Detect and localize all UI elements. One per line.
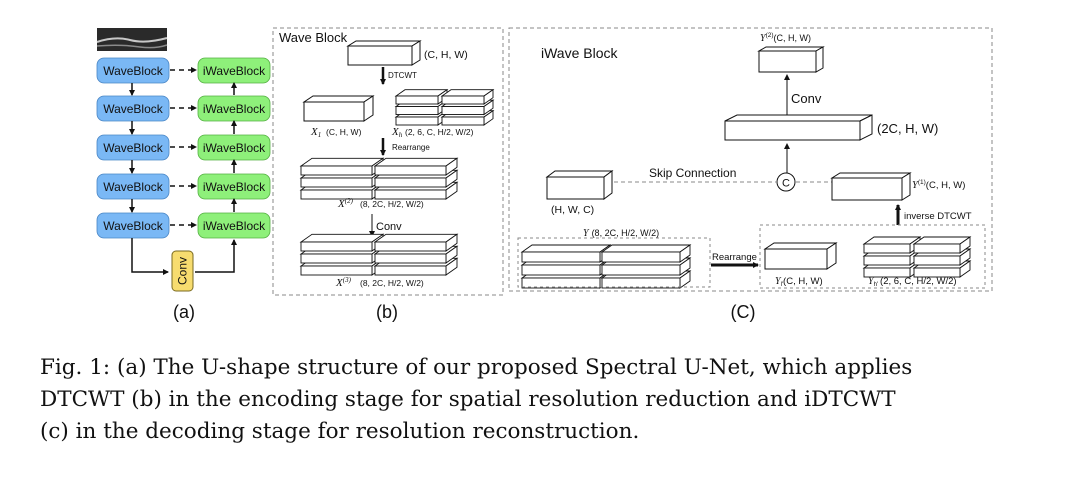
panel-b: Wave Block (C, H, W) DTCWT X1 (C, H, W) … [272,27,504,322]
oct-retina-layer-2 [96,44,168,49]
x2-symbol: X(2) [337,197,354,210]
panel-c-label: (C) [731,302,756,322]
inverse-dtcwt-label: inverse DTCWT [904,211,972,222]
waveblock-5 [96,212,170,239]
conv-block-label: Conv [176,257,190,285]
skip-connection-label: Skip Connection [649,166,736,180]
iwaveblock-label-1: iWaveBlock [203,64,266,78]
y1-cube [830,172,912,201]
x2-cube-0-1 [373,157,459,176]
rearrange-label-c: Rearrange [712,252,757,263]
caption-line-1: Fig. 1: (a) The U-shape structure of our… [40,355,913,380]
yh-stack [862,236,972,278]
concat-node-label: C [782,178,790,190]
iwaveblock-label-2: iWaveBlock [203,102,266,116]
x3-symbol: X(3) [335,276,352,289]
xh-symbol: Xh [391,126,403,139]
x2-stack [299,157,459,200]
x3-shape: (8, 2C, H/2, W/2) [360,278,424,288]
y-stack [520,244,692,289]
yl-label: Yl'(C, H, W) [775,276,823,288]
waveblock-label-2: WaveBlock [103,102,164,116]
bottleneck-path-in [131,238,169,275]
xh-cube-0-0 [394,88,449,105]
iwaveblock-label-5: iWaveBlock [203,219,266,233]
y-label: Y(8, 2C, H/2, W/2) [583,228,659,239]
y1-label: Y(1)(C, H, W) [912,179,965,191]
waveblock-label-3: WaveBlock [103,141,164,155]
waveblock-3 [96,134,170,161]
panel-b-title: Wave Block [279,30,348,45]
y-cube-0-1 [600,244,692,263]
iwaveblock-label-3: iWaveBlock [203,141,266,155]
panel-c-frame [508,27,993,292]
waveblock-label-1: WaveBlock [103,64,164,78]
skip-cube [545,170,614,200]
iwaveblock-label-4: iWaveBlock [203,180,266,194]
bottleneck-path-out [195,239,237,273]
yh-cube-0-0 [862,236,922,254]
concat-result-shape: (2C, H, W) [877,121,938,136]
conv-label-c: Conv [791,91,822,106]
panel-c-title: iWave Block [541,45,619,61]
x1-symbol: X1 [310,126,321,139]
y-cube-0-0 [520,244,612,263]
caption-line-3: (c) in the decoding stage for resolution… [40,419,640,444]
panel-c: iWave Block Y(2)(C, H, W) Conv (2C, H, W… [508,27,993,322]
panel-b-label: (b) [376,302,398,322]
oct-retina-layer [96,37,168,43]
waveblock-label-5: WaveBlock [103,219,164,233]
panel-b-frame [272,27,504,296]
concat-result-cube [724,114,873,141]
caption-line-2: DTCWT (b) in the encoding stage for spat… [40,387,896,412]
waveblock-label-4: WaveBlock [103,180,164,194]
input-shape: (C, H, W) [424,49,468,61]
xh-cube-0-1 [440,88,495,105]
panel-a-label: (a) [173,302,195,322]
skip-shape: (H, W, C) [551,204,594,216]
xh-stack [394,88,495,126]
rearrange-label: Rearrange [392,143,430,152]
x1-shape: (C, H, W) [326,127,362,137]
xh-shape: (2, 6, C, H/2, W/2) [405,127,474,137]
waveblock-1 [96,57,170,84]
y2-cube [757,46,825,73]
x3-stack [299,233,459,276]
waveblock-4 [96,173,170,200]
conv-label-b: Conv [376,221,402,233]
input-cube [346,40,422,66]
figure-diagram: WaveBlockWaveBlockWaveBlockWaveBlockWave… [96,27,993,322]
figure-caption: Fig. 1: (a) The U-shape structure of our… [40,352,1050,448]
yl-cube [763,242,838,270]
x2-shape: (8, 2C, H/2, W/2) [360,199,424,209]
y2-label: Y(2)(C, H, W) [760,32,811,44]
x1-cube [302,95,375,122]
y-stack-frame [517,237,711,288]
dtcwt-label: DTCWT [388,71,417,80]
x3-cube-0-1 [373,233,459,252]
panel-a: WaveBlockWaveBlockWaveBlockWaveBlockWave… [96,28,271,322]
conv-block [171,250,194,292]
iwaveblock-5 [197,212,271,239]
yh-label: Yh'(2, 6, C, H/2, W/2) [868,276,957,288]
waveblock-2 [96,95,170,122]
yh-cube-0-1 [912,236,972,254]
concat-node [776,172,796,192]
x3-cube-0-0 [299,233,385,252]
x2-cube-0-0 [299,157,385,176]
